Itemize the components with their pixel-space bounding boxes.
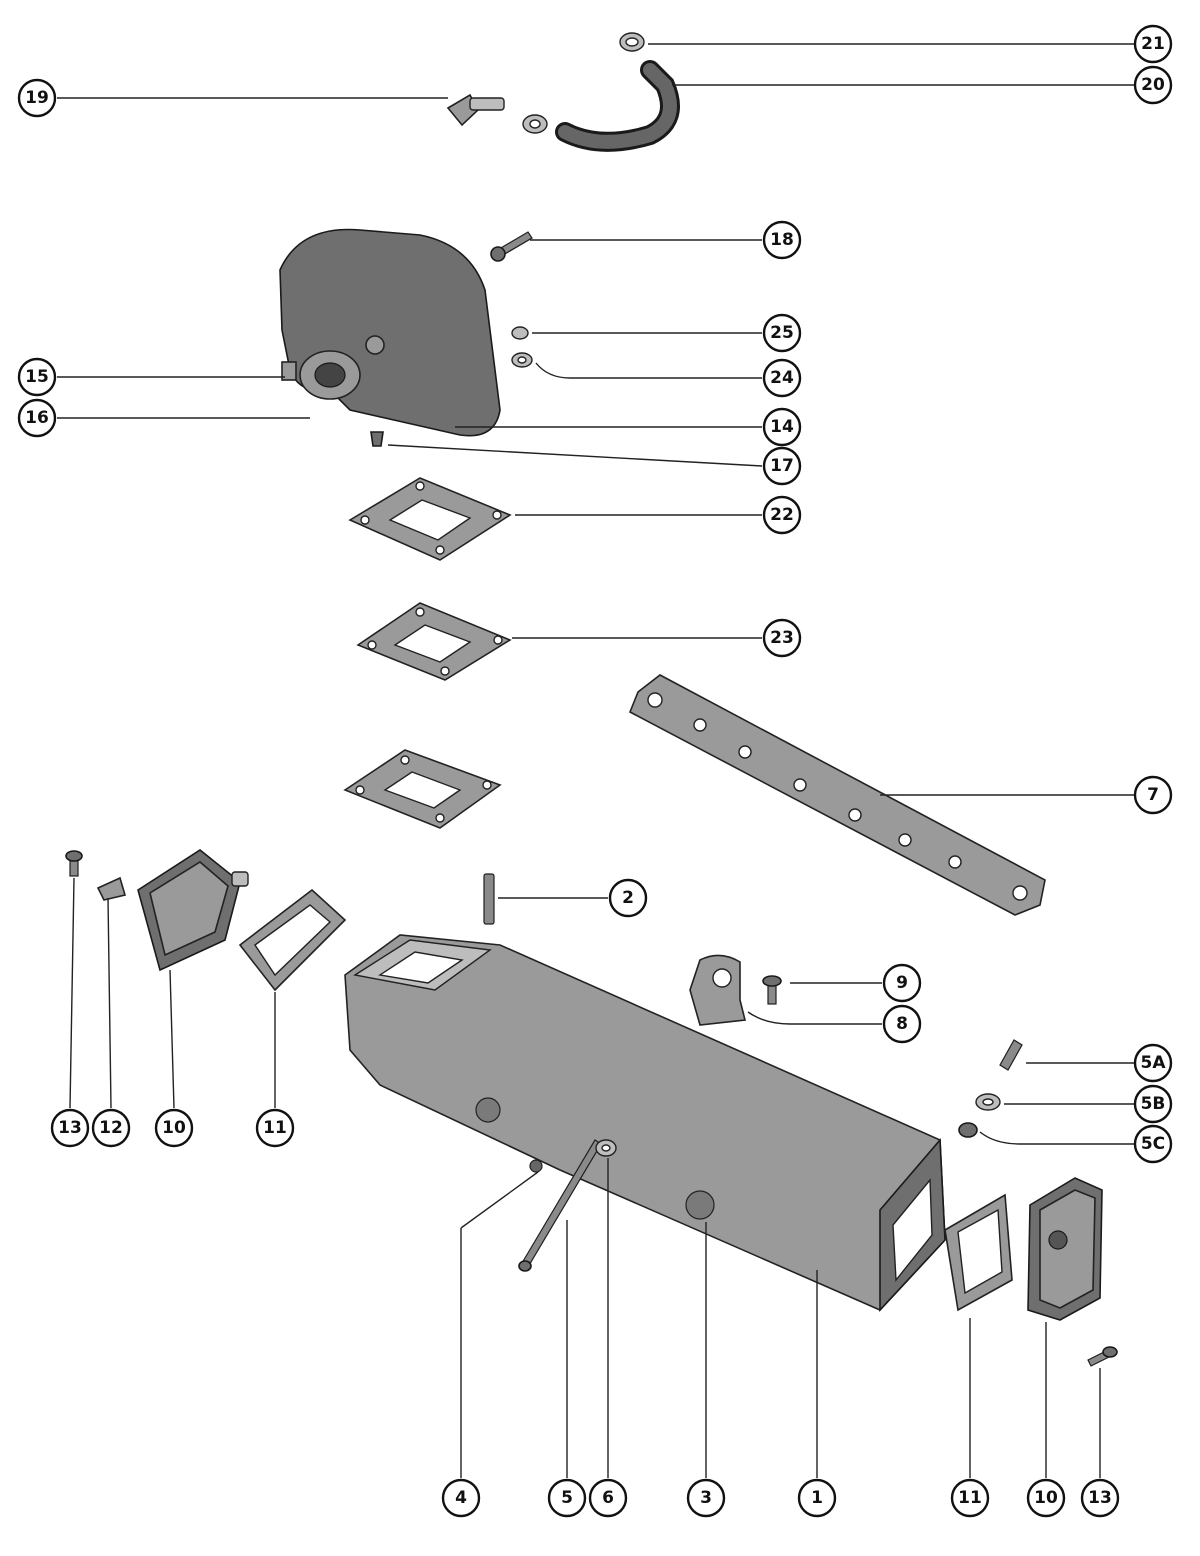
exhaust-elbow-part [279,228,501,437]
nut-5c-part [958,1122,978,1138]
callout-1-label: 1 [811,1488,823,1508]
end-cover-screw-right-part [1087,1346,1118,1367]
callout-20-label: 20 [1141,75,1165,95]
callout-14-label: 14 [770,417,794,437]
clip-part [96,876,127,901]
callout-3: 3 [686,1478,726,1518]
callout-21: 21 [1133,24,1173,64]
callout-10-left: 10 [154,1108,194,1148]
callout-7: 7 [1133,775,1173,815]
callout-14: 14 [762,407,802,447]
callout-11-left-label: 11 [263,1118,287,1138]
callout-5b-label: 5B [1141,1094,1166,1114]
callout-7-label: 7 [1147,785,1159,805]
drain-plug-part [370,431,384,447]
end-cover-right-part [1027,1177,1103,1321]
elbow-gasket-lower-part [343,749,502,829]
water-hose-part [555,60,680,152]
end-cover-left-part [137,849,249,972]
callout-13-right: 13 [1080,1478,1120,1518]
elbow-gasket-middle-part [356,602,512,681]
callout-25: 25 [762,313,802,353]
callout-24: 24 [762,358,802,398]
callout-4: 4 [441,1478,481,1518]
callout-19: 19 [17,78,57,118]
leader-lines [57,43,1135,1478]
callout-2-label: 2 [622,888,634,908]
callout-5a: 5A [1133,1043,1173,1083]
callout-25-label: 25 [770,323,794,343]
callout-10-left-label: 10 [162,1118,186,1138]
washer-5b-part [975,1093,1001,1111]
callout-3-label: 3 [700,1488,712,1508]
bracket-part [689,954,746,1026]
bracket-screw-part [762,975,782,1005]
elbow-fitting-part [446,93,548,134]
callout-11-left: 11 [255,1108,295,1148]
callout-15: 15 [17,357,57,397]
callout-24-label: 24 [770,368,794,388]
callout-13-left-label: 13 [58,1118,82,1138]
callout-6: 6 [588,1478,628,1518]
callout-18-label: 18 [770,230,794,250]
callout-13-right-label: 13 [1088,1488,1112,1508]
callout-22: 22 [762,495,802,535]
callout-23: 23 [762,618,802,658]
end-gasket-right-part [944,1193,1013,1312]
elbow-bolt-part [490,231,533,262]
callout-9-label: 9 [896,973,908,993]
callout-8-label: 8 [896,1014,908,1034]
callout-labels: 21 20 19 18 25 24 15 16 [17,24,1173,1518]
callout-21-label: 21 [1141,34,1165,54]
callout-2: 2 [608,878,648,918]
elbow-nut-part [511,326,529,340]
callout-1: 1 [797,1478,837,1518]
hose-clamp-part [619,32,645,52]
bolt-washer-part [595,1139,617,1157]
callout-8: 8 [882,1004,922,1044]
end-cover-screw-left-part [65,850,83,877]
callout-20: 20 [1133,65,1173,105]
callout-5: 5 [547,1478,587,1518]
manifold-gasket-part [628,674,1046,916]
callout-5c: 5C [1133,1124,1173,1164]
callout-13-left: 13 [50,1108,90,1148]
exhaust-manifold-part [344,934,946,1313]
elbow-gasket-upper-part [348,477,512,561]
callout-19-label: 19 [25,88,49,108]
callout-10-right-label: 10 [1034,1488,1058,1508]
callout-4-label: 4 [455,1488,467,1508]
callout-10-right: 10 [1026,1478,1066,1518]
callout-5-label: 5 [561,1488,573,1508]
callout-5c-label: 5C [1141,1134,1165,1154]
callout-5b: 5B [1133,1084,1173,1124]
callout-9: 9 [882,963,922,1003]
callout-12: 12 [91,1108,131,1148]
end-gasket-left-part [238,888,347,992]
callout-11-right-label: 11 [958,1488,982,1508]
elbow-washer-part [511,352,533,368]
callout-11-right: 11 [950,1478,990,1518]
callout-16-label: 16 [25,408,49,428]
callout-5a-label: 5A [1141,1053,1167,1073]
callout-18: 18 [762,220,802,260]
stud-5a-part [999,1039,1023,1071]
callout-6-label: 6 [602,1488,614,1508]
callout-23-label: 23 [770,628,794,648]
callout-15-label: 15 [25,367,49,387]
callout-17: 17 [762,446,802,486]
callout-16: 16 [17,398,57,438]
stud-part [483,873,495,925]
callout-12-label: 12 [99,1118,123,1138]
callout-22-label: 22 [770,505,794,525]
callout-17-label: 17 [770,456,794,476]
